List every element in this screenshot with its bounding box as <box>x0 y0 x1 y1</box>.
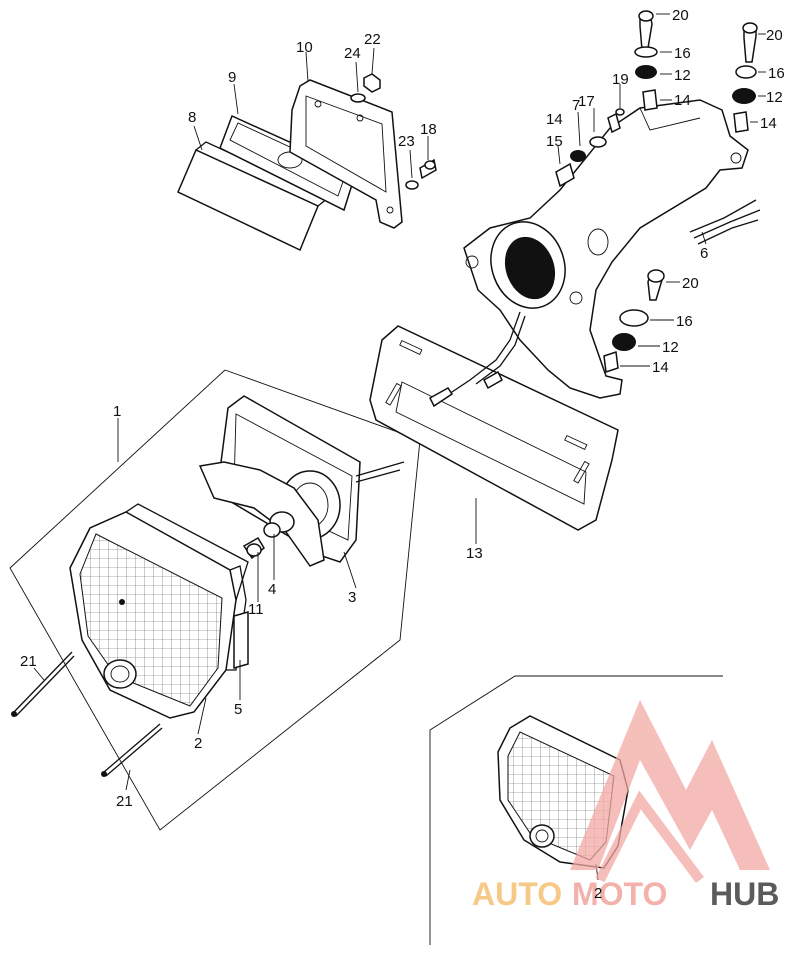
gasket-part <box>233 611 249 669</box>
callout-4: 4 <box>268 581 276 598</box>
tail-housing-part <box>463 99 749 399</box>
bulb-part-11 <box>242 536 265 560</box>
screw-part-18 <box>419 158 437 180</box>
mount-hardware-mid <box>603 269 665 374</box>
callout-16-mid: 16 <box>676 313 693 330</box>
callout-8: 8 <box>188 109 196 126</box>
callout-21-bottom: 21 <box>116 793 133 810</box>
callout-16-right: 16 <box>768 65 785 82</box>
callout-14-mid: 14 <box>652 359 669 376</box>
callout-23: 23 <box>398 133 415 150</box>
assembly-boundary <box>9 369 421 831</box>
callout-18: 18 <box>420 121 437 138</box>
callout-19: 19 <box>612 71 629 88</box>
callout-2-inset: 2 <box>594 885 602 902</box>
license-bracket-part <box>369 325 619 531</box>
callout-17: 17 <box>578 93 595 110</box>
wire-harness-part <box>429 199 761 408</box>
callout-3: 3 <box>348 589 356 606</box>
callout-24: 24 <box>344 45 361 62</box>
watermark-text: AUTO MOTO HUB <box>472 876 779 912</box>
callout-11: 11 <box>248 601 264 618</box>
callout-15: 15 <box>546 133 563 150</box>
callout-20-mid: 20 <box>682 275 699 292</box>
callout-21-left: 21 <box>20 653 37 670</box>
callout-12-top: 12 <box>674 67 691 84</box>
watermark-text-hub: HUB <box>710 876 779 912</box>
inset-boundary <box>429 675 723 945</box>
reflector-shell-part <box>198 461 325 567</box>
nut-part <box>363 73 381 93</box>
watermark-logo <box>570 700 770 883</box>
watermark-text-auto: AUTO <box>472 876 562 912</box>
callout-14-top: 14 <box>674 92 691 109</box>
washer-part-24 <box>350 93 366 103</box>
callout-2: 2 <box>194 735 202 752</box>
callout-6: 6 <box>700 245 708 262</box>
mount-hardware-left <box>555 136 607 188</box>
watermark-text-moto: MOTO <box>572 876 667 912</box>
bulb-part <box>263 511 295 538</box>
callout-20-right: 20 <box>766 27 783 44</box>
callout-labels: 1 2 2 3 4 5 6 7 8 9 10 11 12 12 12 13 14… <box>20 7 785 902</box>
callout-22: 22 <box>364 31 381 48</box>
mount-hardware-right <box>732 22 758 133</box>
callout-16-top: 16 <box>674 45 691 62</box>
callout-1: 1 <box>113 403 121 420</box>
screw-part-21b <box>101 723 163 777</box>
callout-5: 5 <box>234 701 242 718</box>
tail-lens-part <box>69 503 249 719</box>
callout-20-top: 20 <box>672 7 689 24</box>
callout-9: 9 <box>228 69 236 86</box>
leader-lines <box>33 13 766 881</box>
washer-part-23 <box>405 180 419 190</box>
screw-part-21a <box>11 651 75 717</box>
mount-hardware-top <box>607 10 658 134</box>
callout-10: 10 <box>296 39 313 56</box>
callout-12-right: 12 <box>766 89 783 106</box>
callout-14-right: 14 <box>760 115 777 132</box>
callout-14-left: 14 <box>546 111 563 128</box>
callout-12-mid: 12 <box>662 339 679 356</box>
reflector-bracket-part <box>289 79 403 229</box>
callout-13: 13 <box>466 545 483 562</box>
callout-7: 7 <box>572 97 580 114</box>
